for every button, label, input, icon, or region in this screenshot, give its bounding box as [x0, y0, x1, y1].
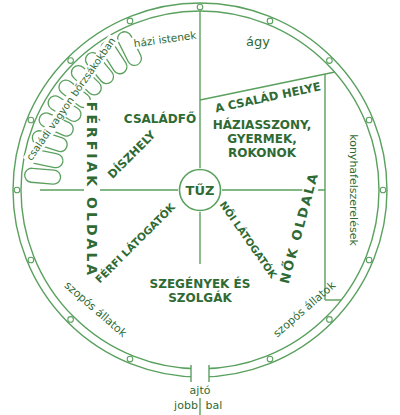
region-label: NŐI LÁTOGATÓK [217, 199, 279, 280]
wall-post [28, 117, 34, 123]
wall-posts [14, 4, 386, 362]
region-label: ágy [246, 35, 270, 50]
region-label: FÉRFIAK OLDALA [84, 100, 100, 280]
fire-ring [180, 170, 221, 211]
door-gap [191, 364, 209, 384]
wall-post [366, 257, 372, 263]
region-label: házi istenek [131, 28, 199, 49]
outer-wall [13, 3, 387, 377]
side-divider [199, 398, 200, 415]
region-label: jobb [174, 400, 198, 413]
divider-line [199, 11, 200, 168]
wall-post [327, 317, 333, 323]
wall-post [14, 187, 20, 193]
region-label: DÍSZHELY [105, 128, 158, 181]
kitchen-line [325, 299, 341, 300]
wall-post [267, 18, 273, 24]
region-label: HÁZIASSZONY, GYERMEK, ROKONOK [206, 119, 318, 160]
wall-post [127, 18, 133, 24]
wall-post [68, 58, 74, 64]
region-label: szopós állatok [271, 280, 338, 341]
divider-line [199, 212, 200, 264]
region-label: FÉRFI LÁTOGATÓK [93, 201, 177, 285]
region-label: konyhafelszerelések [347, 134, 360, 246]
region-label: CSALÁDFŐ [124, 113, 196, 127]
divider-line [40, 189, 178, 190]
inner-wall [21, 11, 379, 369]
region-label: ajtó [190, 385, 211, 398]
region-label: NŐK OLDALA [277, 169, 322, 288]
wall-post [366, 117, 372, 123]
region-label: SZEGÉNYEK ÉS SZOLGÁK [135, 278, 265, 306]
wall-post [68, 317, 74, 323]
region-label: szopós állatok [61, 280, 128, 341]
wall-post [327, 58, 333, 64]
wall-post [197, 4, 203, 10]
door-post [190, 365, 191, 382]
wall-post [267, 356, 273, 362]
node-text: TŰZ [186, 183, 215, 198]
fire-circle: TŰZ [178, 168, 222, 212]
leather-bag [24, 168, 61, 185]
wall-post [127, 356, 133, 362]
kitchen-line [324, 74, 325, 300]
door-post [208, 365, 209, 382]
region-label: bal [206, 400, 223, 413]
wall-post [380, 187, 386, 193]
wall-post [28, 257, 34, 263]
